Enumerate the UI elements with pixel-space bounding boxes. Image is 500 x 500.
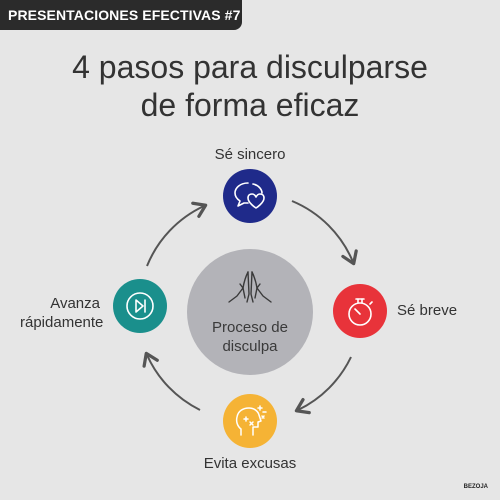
step-circle-brief [333,284,387,338]
brand-watermark: BEZOJA [463,484,488,490]
step-label-move-quickly-line-2: rápidamente [20,314,104,331]
step-circle-sincere [223,169,277,223]
center-text-line-1: Proceso de [212,319,288,336]
praying-hands-icon [228,271,272,303]
arrow-top-to-right [291,200,358,266]
page-title: 4 pasos para disculparse de forma eficaz [0,48,500,124]
step-label-avoid-excuses: Evita excusas [203,455,297,472]
step-label-brief: Sé breve [397,302,458,319]
arrow-bottom-to-left [142,351,201,411]
series-banner-text: PRESENTACIONES EFECTIVAS #7 [8,7,241,23]
step-circle-avoid-excuses [223,394,277,448]
skip-forward-icon [126,292,154,320]
series-banner: PRESENTACIONES EFECTIVAS #7 [0,0,242,30]
step-label-move-quickly-line-1: Avanza [50,295,100,312]
step-label-sincere: Sé sincero [214,146,286,163]
center-text: Proceso de disculpa [212,318,288,356]
step-circle-move-quickly [113,279,167,333]
arrow-left-to-top [146,201,208,267]
center-text-line-2: disculpa [222,338,278,355]
title-line-2: de forma eficaz [140,87,360,123]
head-math-icon [235,405,267,436]
center-process-circle: Proceso de disculpa [187,249,313,375]
chat-heart-icon [234,182,265,209]
step-label-move-quickly: Avanza rápidamente [20,294,104,332]
arrow-right-to-bottom [294,356,352,415]
title-line-1: 4 pasos para disculparse [72,49,428,85]
stopwatch-icon [348,298,373,326]
